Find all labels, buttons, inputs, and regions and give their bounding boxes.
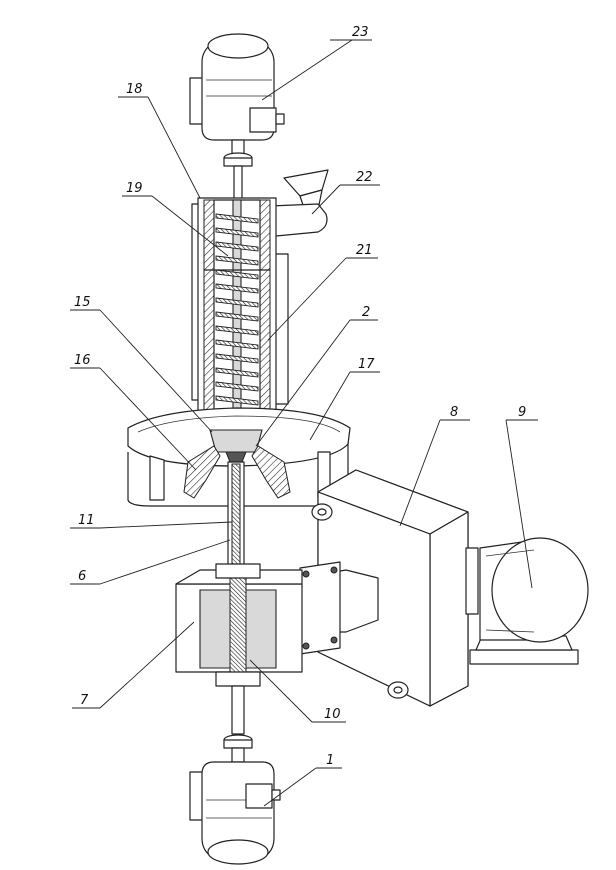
label-22: 22 [356, 170, 373, 185]
side-motor [465, 537, 589, 665]
bottom-coupling-ring [223, 739, 253, 749]
top-motor-terminal-box [249, 107, 277, 133]
inner-shaft [231, 463, 241, 569]
casing-wall-left [203, 199, 215, 429]
lower-shaft [231, 685, 245, 735]
drive-screw [229, 569, 247, 681]
screw-flight [215, 213, 259, 224]
screw-flight [215, 311, 259, 322]
leader-9 [505, 419, 538, 589]
right-nozzle [251, 445, 291, 499]
label-23: 23 [352, 25, 369, 40]
leader-23 [261, 39, 372, 101]
screw-flight [215, 255, 259, 266]
leader-22 [311, 184, 380, 215]
bottom-motor-shaft [231, 747, 245, 763]
top-motor-ribs [206, 79, 272, 97]
lower-drive [175, 561, 379, 735]
label-17: 17 [358, 357, 375, 372]
lower-bearing [215, 671, 261, 687]
label-15: 15 [74, 295, 91, 310]
gearbox-eyebolt-top-hole [317, 508, 327, 516]
flange-bolt-3 [302, 642, 310, 650]
label-10: 10 [324, 707, 341, 722]
bottom-motor-terminal-box [245, 783, 273, 809]
upper-bearing [215, 563, 261, 579]
leader-18 [118, 96, 201, 199]
screw-flight [215, 381, 259, 392]
top-motor-terminal-plug [275, 113, 285, 125]
distributor-cone [209, 429, 263, 453]
leader-lines [70, 39, 538, 807]
leader-16 [70, 367, 197, 471]
top-motor [189, 33, 285, 203]
side-motor-base [469, 649, 579, 665]
screw-flight [215, 353, 259, 364]
leader-21 [267, 257, 378, 341]
central-shaft [227, 461, 245, 571]
flange-bolt-2 [330, 566, 338, 574]
label-16: 16 [74, 353, 91, 368]
screw-flight [215, 283, 259, 294]
label-21: 21 [356, 243, 373, 258]
screw-flight [215, 339, 259, 350]
bottom-motor-terminal-plug [271, 789, 281, 801]
leader-10 [249, 659, 346, 723]
side-motor-flange [465, 547, 479, 615]
top-shaft [233, 165, 243, 203]
top-motor-end-cap [207, 33, 269, 59]
gearbox-side [429, 511, 469, 707]
feed-pipe [269, 203, 328, 237]
screw-flight [215, 395, 259, 406]
leader-17 [309, 371, 380, 441]
bowl-left-wall [149, 455, 165, 501]
leader-19 [122, 195, 229, 257]
side-motor-end [491, 537, 589, 643]
leader-1 [263, 767, 342, 807]
flange-bolt-1 [302, 570, 310, 578]
hopper [269, 169, 329, 237]
top-motor-shaft [231, 139, 245, 155]
label-18: 18 [126, 82, 143, 97]
top-coupling-ring [223, 157, 253, 167]
left-nozzle [183, 445, 221, 499]
screw-flight [215, 325, 259, 336]
screw-flight [215, 241, 259, 252]
screw-flight [215, 297, 259, 308]
label-1: 1 [326, 753, 334, 768]
label-7: 7 [80, 693, 89, 708]
drive-housing-inner-left [199, 589, 233, 669]
flange-bolt-4 [330, 636, 338, 644]
label-19: 19 [126, 181, 143, 196]
screw-flight [215, 227, 259, 238]
nozzle-hub [225, 451, 247, 463]
leader-6 [70, 539, 231, 585]
leader-11 [70, 521, 233, 529]
upper-column [191, 197, 289, 431]
leader-15 [70, 309, 213, 433]
label-8: 8 [450, 405, 458, 420]
bowl-inner-rim [137, 415, 341, 433]
leader-8 [399, 419, 470, 527]
screw-flight [215, 269, 259, 280]
bottom-motor-end-cap [207, 839, 269, 865]
casing-wall-right [259, 199, 271, 429]
label-2: 2 [362, 305, 370, 320]
label-9: 9 [518, 405, 526, 420]
part-labels: 23 18 22 19 21 15 2 16 17 8 9 11 6 7 10 … [74, 25, 526, 768]
gearbox-eyebolt-bottom-hole [393, 686, 403, 694]
drive-housing-inner-right [243, 589, 277, 669]
leader-2 [255, 319, 378, 447]
label-6: 6 [78, 569, 86, 584]
label-11: 11 [78, 513, 95, 528]
bottom-motor [189, 734, 281, 865]
leader-7 [72, 621, 195, 709]
screw-flight [215, 367, 259, 378]
